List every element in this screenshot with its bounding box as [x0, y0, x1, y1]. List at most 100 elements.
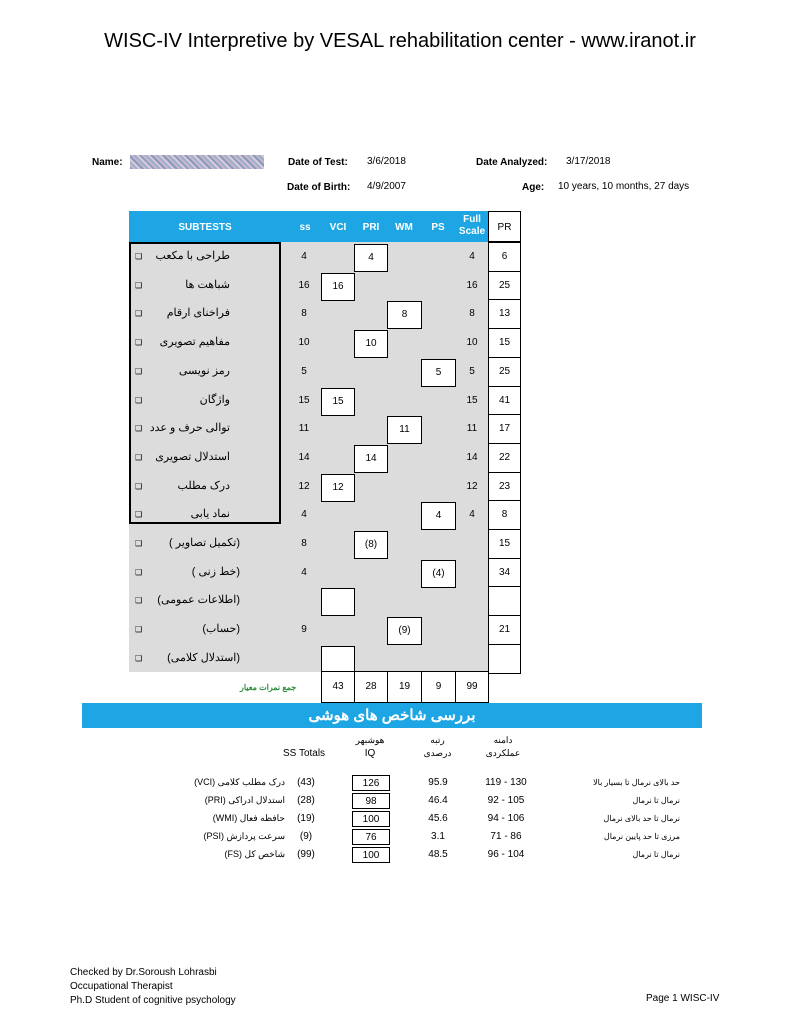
pr-score-box: 17 [488, 414, 521, 444]
full-scale-score: 15 [466, 395, 478, 406]
index-description: مرزی تا حد پایین نرمال [603, 832, 680, 841]
totals-label: جمع نمرات معیار [240, 683, 297, 692]
index-description: نرمال تا حد بالای نرمال [603, 814, 680, 823]
index-range: 92 - 105 [487, 795, 525, 806]
pr-score-box: 21 [488, 615, 521, 645]
full-scale-score: 10 [466, 337, 478, 348]
total-vci: 43 [321, 671, 355, 703]
subtest-checkbox-icon[interactable]: ❑ [135, 338, 143, 347]
subtest-checkbox-icon[interactable]: ❑ [135, 367, 143, 376]
index-percentile: 45.6 [428, 813, 448, 824]
subtest-ss: 10 [298, 337, 310, 348]
header-vci: VCI [329, 222, 347, 233]
date-of-test-value: 3/6/2018 [367, 156, 406, 167]
subtest-name: توالی حرف و عدد [149, 422, 230, 434]
index-label: شاخص کل (FS) [224, 849, 286, 859]
index-score-box: (4) [421, 560, 456, 588]
report-title: WISC-IV Interpretive by VESAL rehabilita… [104, 30, 696, 52]
index-description: حد بالای نرمال تا بسیار بالا [593, 778, 680, 787]
dob-label: Date of Birth: [287, 182, 351, 193]
subtest-name: نماد یابی [190, 508, 230, 520]
iq-col-header-fa: هوشبهر [355, 735, 385, 745]
subtest-checkbox-icon[interactable]: ❑ [135, 482, 143, 491]
subtest-ss: 15 [298, 395, 310, 406]
index-score-box: 12 [321, 474, 355, 502]
full-scale-score: 16 [466, 280, 478, 291]
index-percentile: 48.5 [428, 849, 448, 860]
subtest-name: استدلال تصویری [155, 451, 230, 463]
subtest-ss: 8 [301, 538, 307, 549]
index-ss-total: (99) [297, 849, 315, 860]
subtest-checkbox-icon[interactable]: ❑ [135, 539, 143, 548]
rank-col-header-top: رتبه [430, 735, 445, 745]
index-description: نرمال تا نرمال [632, 850, 680, 859]
date-of-test-label: Date of Test: [288, 157, 348, 168]
subtest-checkbox-icon[interactable]: ❑ [135, 281, 143, 290]
footer-checked-by: Checked by Dr.Soroush Lohrasbi [70, 967, 217, 978]
index-percentile: 3.1 [431, 831, 445, 842]
subtest-name: رمز نویسی [178, 365, 230, 377]
subtest-checkbox-icon[interactable]: ❑ [135, 510, 143, 519]
subtest-checkbox-icon[interactable]: ❑ [135, 568, 143, 577]
pr-score-box: 8 [488, 500, 521, 530]
index-score-box: 4 [421, 502, 456, 530]
total-full-scale: 99 [455, 671, 489, 703]
index-score-box: 10 [354, 330, 388, 358]
age-value: 10 years, 10 months, 27 days [558, 181, 690, 192]
index-iq-box: 100 [352, 847, 390, 863]
subtest-name: واژگان [199, 394, 230, 406]
full-scale-score: 4 [469, 251, 475, 262]
total-wm: 19 [387, 671, 422, 703]
name-label: Name: [92, 157, 123, 168]
index-score-box [321, 646, 355, 674]
index-score-box: 11 [387, 416, 422, 444]
index-section-title: بررسی شاخص های هوشی [82, 703, 702, 728]
index-range: 94 - 106 [487, 813, 525, 824]
header-pri: PRI [362, 222, 380, 233]
index-label: سرعت پردازش (PSI) [203, 831, 285, 841]
index-description: نرمال تا نرمال [632, 796, 680, 805]
subtest-ss: 12 [298, 481, 310, 492]
index-range: 96 - 104 [487, 849, 525, 860]
index-iq-box: 98 [352, 793, 390, 809]
index-ss-total: (43) [297, 777, 315, 788]
pr-score-box [488, 586, 521, 616]
header-ss: ss [299, 222, 311, 233]
index-score-box: 5 [421, 359, 456, 387]
subtest-checkbox-icon[interactable]: ❑ [135, 596, 143, 605]
subtest-checkbox-icon[interactable]: ❑ [135, 424, 143, 433]
index-label: استدلال ادراکی (PRI) [204, 795, 285, 805]
pr-header-cell [488, 211, 521, 242]
index-percentile: 46.4 [428, 795, 448, 806]
pr-score-box: 22 [488, 443, 521, 473]
redacted-name [130, 155, 264, 169]
table-header [129, 211, 488, 242]
subtest-checkbox-icon[interactable]: ❑ [135, 625, 143, 634]
subtest-checkbox-icon[interactable]: ❑ [135, 396, 143, 405]
subtest-name: (تکمیل تصاویر ) [169, 537, 240, 549]
full-scale-score: 5 [469, 366, 475, 377]
full-scale-score: 8 [469, 308, 475, 319]
index-ss-total: (28) [297, 795, 315, 806]
index-ss-total: (9) [299, 831, 313, 842]
page-number: Page 1 WISC-IV [646, 993, 720, 1004]
subtest-name: (خط زنی ) [191, 566, 240, 578]
subtest-checkbox-icon[interactable]: ❑ [135, 453, 143, 462]
subtest-name: (حساب) [202, 623, 240, 635]
subtest-ss: 9 [301, 624, 307, 635]
header-full-scale: Full Scale [458, 214, 486, 237]
header-pr: PR [497, 222, 512, 233]
subtest-checkbox-icon[interactable]: ❑ [135, 309, 143, 318]
ss-totals-header: SS Totals [283, 748, 326, 759]
total-pri: 28 [354, 671, 388, 703]
rank-col-header: درصدی [423, 748, 452, 758]
pr-score-box: 15 [488, 328, 521, 358]
index-ss-total: (19) [297, 813, 315, 824]
index-score-box: (9) [387, 617, 422, 645]
index-score-box: 8 [387, 301, 422, 329]
subtest-checkbox-icon[interactable]: ❑ [135, 654, 143, 663]
age-label: Age: [522, 182, 545, 193]
subtest-checkbox-icon[interactable]: ❑ [135, 252, 143, 261]
header-ps: PS [431, 222, 445, 233]
pr-score-box: 34 [488, 558, 521, 588]
